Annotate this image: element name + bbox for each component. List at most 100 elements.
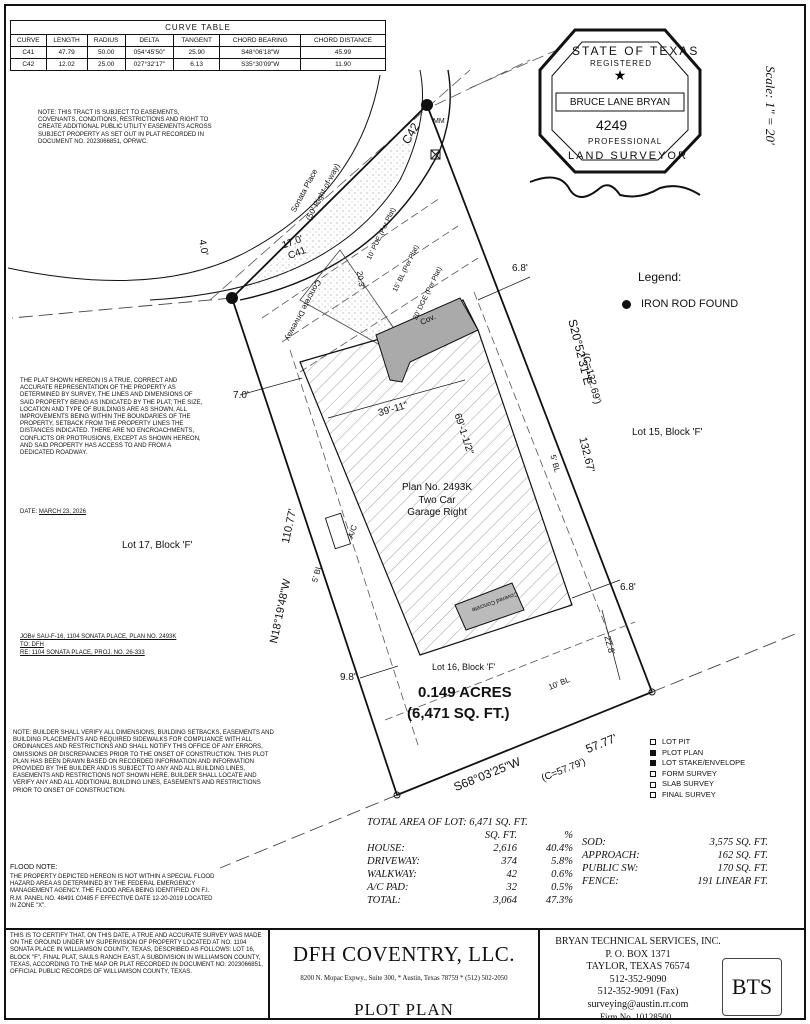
area-cell: 40.4% [545,843,573,854]
curve-table-title: CURVE TABLE [10,20,386,34]
date-line: DATE: MARCH 23, 2026 [20,509,86,516]
area-header: SQ. FT. % [367,829,573,842]
checklist-item: LOT PIT [650,737,745,748]
dim-7: 7.0' [233,390,249,401]
table-cell: 25.00 [86,58,126,71]
checklist-label: LOT STAKE/ENVELOPE [662,758,746,768]
area-row: A/C PAD: 32 0.5% [367,881,573,894]
checklist-label: FORM SURVEY [662,768,717,778]
surveyor-email: surveying@austin.rr.com [587,998,689,1010]
ac-pad [324,512,352,550]
mm-label: MM [433,118,445,125]
surveyor-block: BRYAN TECHNICAL SERVICES, INC. P. O. BOX… [540,928,806,1020]
surveyor-company: BRYAN TECHNICAL SERVICES, INC. [555,936,721,947]
iron-rod-icon [622,299,631,309]
checkbox-icon [650,781,656,788]
area-cell: 0.6% [551,869,573,880]
checklist-label: SLAB SURVEY [662,779,714,789]
street-curb-line [239,69,451,301]
legend-item: IRON ROD FOUND [622,298,738,310]
flood-note-text: THE PROPERTY DEPICTED HEREON IS NOT WITH… [10,874,215,909]
area-header-cell: SQ. FT. [484,830,517,841]
legend-item-label: IRON ROD FOUND [641,298,739,310]
company-block: DFH COVENTRY, LLC. 8200 N. Mopac Expwy.,… [270,928,540,1020]
plan-name: Plan No. 2493K [401,482,473,493]
iron-rod-icon [226,292,238,304]
plan-sub-1: Two Car [418,495,456,506]
area-cell: 47.3% [545,895,573,906]
company-name: DFH COVENTRY, LLC. [292,942,516,966]
checklist-label: PLOT PLAN [662,747,704,757]
area-cell: 32 [506,882,518,893]
company-address: 8200 N. Mopac Expwy., Suite 300, * Austi… [300,975,508,982]
checklist-item: FINAL SURVEY [650,790,745,801]
area-cell: HOUSE: [367,843,405,854]
plan-sub-2: Garage Right [407,507,467,518]
table-cell: 027°32'17" [124,58,174,71]
checkbox-icon [650,771,656,778]
document-title: PLOT PLAN [354,1000,454,1019]
curve-table: CURVE TABLE CURVE LENGTH RADIUS DELTA TA… [10,20,386,71]
covered-area [375,297,479,383]
dim-6-8-top: 6.8' [512,263,528,274]
area-cell: 5.8% [551,856,573,867]
area-row: SOD: 3,575 SQ. FT. [582,836,768,849]
area-cell: TOTAL: [367,895,402,906]
area-cell: FENCE: [582,876,619,887]
area-cell: 170 SQ. FT. [717,863,768,874]
table-row: C42 12.02 25.00 027°32'17" 6.13 S35°30'0… [10,58,386,71]
checklist-label: LOT PIT [662,737,691,746]
checklist-item: FORM SURVEY [650,769,745,780]
area-cell: SOD: [582,837,606,848]
drawing-scale: Scale: 1" = 20' [763,66,778,145]
checkbox-filled-icon [650,760,656,767]
checklist-item: LOT STAKE/ENVELOPE [650,758,745,769]
job-re: RE: 1104 SONATA PLACE, PROJ. NO. 26-333 [20,650,145,656]
date-label: DATE: [20,509,38,515]
area-row: FENCE: 191 LINEAR FT. [582,875,768,888]
house-footprint [299,299,573,656]
dim-9-8: 9.8' [340,672,356,683]
surveyor-phone: 512-352-9090 [609,973,667,985]
total-area-line: TOTAL AREA OF LOT: 6,471 SQ. FT. [367,817,528,828]
area-summary-right: SOD: 3,575 SQ. FT. APPROACH:162 SQ. FT. P… [582,836,768,888]
checkbox-icon [650,792,656,799]
checkbox-filled-icon [650,749,656,756]
certify-block: THIS IS TO CERTIFY THAT, ON THIS DATE, A… [4,928,270,1020]
area-cell: 42 [506,869,518,880]
area-cell: PUBLIC SW: [582,863,639,874]
seal-state: STATE OF TEXAS [572,44,700,58]
firm-number: Firm No. 10128500 [600,1012,672,1022]
table-cell: 12.02 [45,58,88,71]
area-cell: 191 LINEAR FT. [697,876,768,887]
bts-logo: BTS [722,958,782,1016]
area-cell: 0.5% [551,882,573,893]
area-header-cell: % [564,830,573,841]
certification-statement: THE PLAT SHOWN HEREON IS A TRUE, CORRECT… [20,378,203,457]
area-row: APPROACH:162 SQ. FT. [582,849,768,862]
builder-note: NOTE: BUILDER SHALL VERIFY ALL DIMENSION… [13,730,274,794]
area-summary: TOTAL AREA OF LOT: 6,471 SQ. FT. SQ. FT.… [367,816,573,907]
survey-checklist: LOT PIT PLOT PLAN LOT STAKE/ENVELOPE FOR… [650,737,745,801]
easement-note: NOTE: THIS TRACT IS SUBJECT TO EASEMENTS… [38,110,212,145]
area-cell: 3,575 SQ. FT. [709,837,768,848]
flood-note-title: FLOOD NOTE: [10,864,58,871]
signature [529,176,701,198]
surveyor-fax: 512-352-9091 (Fax) [597,986,679,997]
area-cell: A/C PAD: [367,882,409,893]
lot-17-label: Lot 17, Block 'F' [122,540,193,551]
area-cell: DRIVEWAY: [367,856,420,867]
lot-sqft: (6,471 SQ. FT.) [407,705,510,722]
drawing-frame [4,4,806,1020]
area-row: PUBLIC SW: 170 SQ. FT. [582,862,768,875]
seal-number: 4249 [596,117,628,133]
checklist-item: PLOT PLAN [650,748,745,759]
surveyor-city: TAYLOR, TEXAS 76574 [586,961,690,972]
seal-surveyor: LAND SURVEYOR [568,150,688,162]
job-to: TO: DFH [20,642,44,648]
